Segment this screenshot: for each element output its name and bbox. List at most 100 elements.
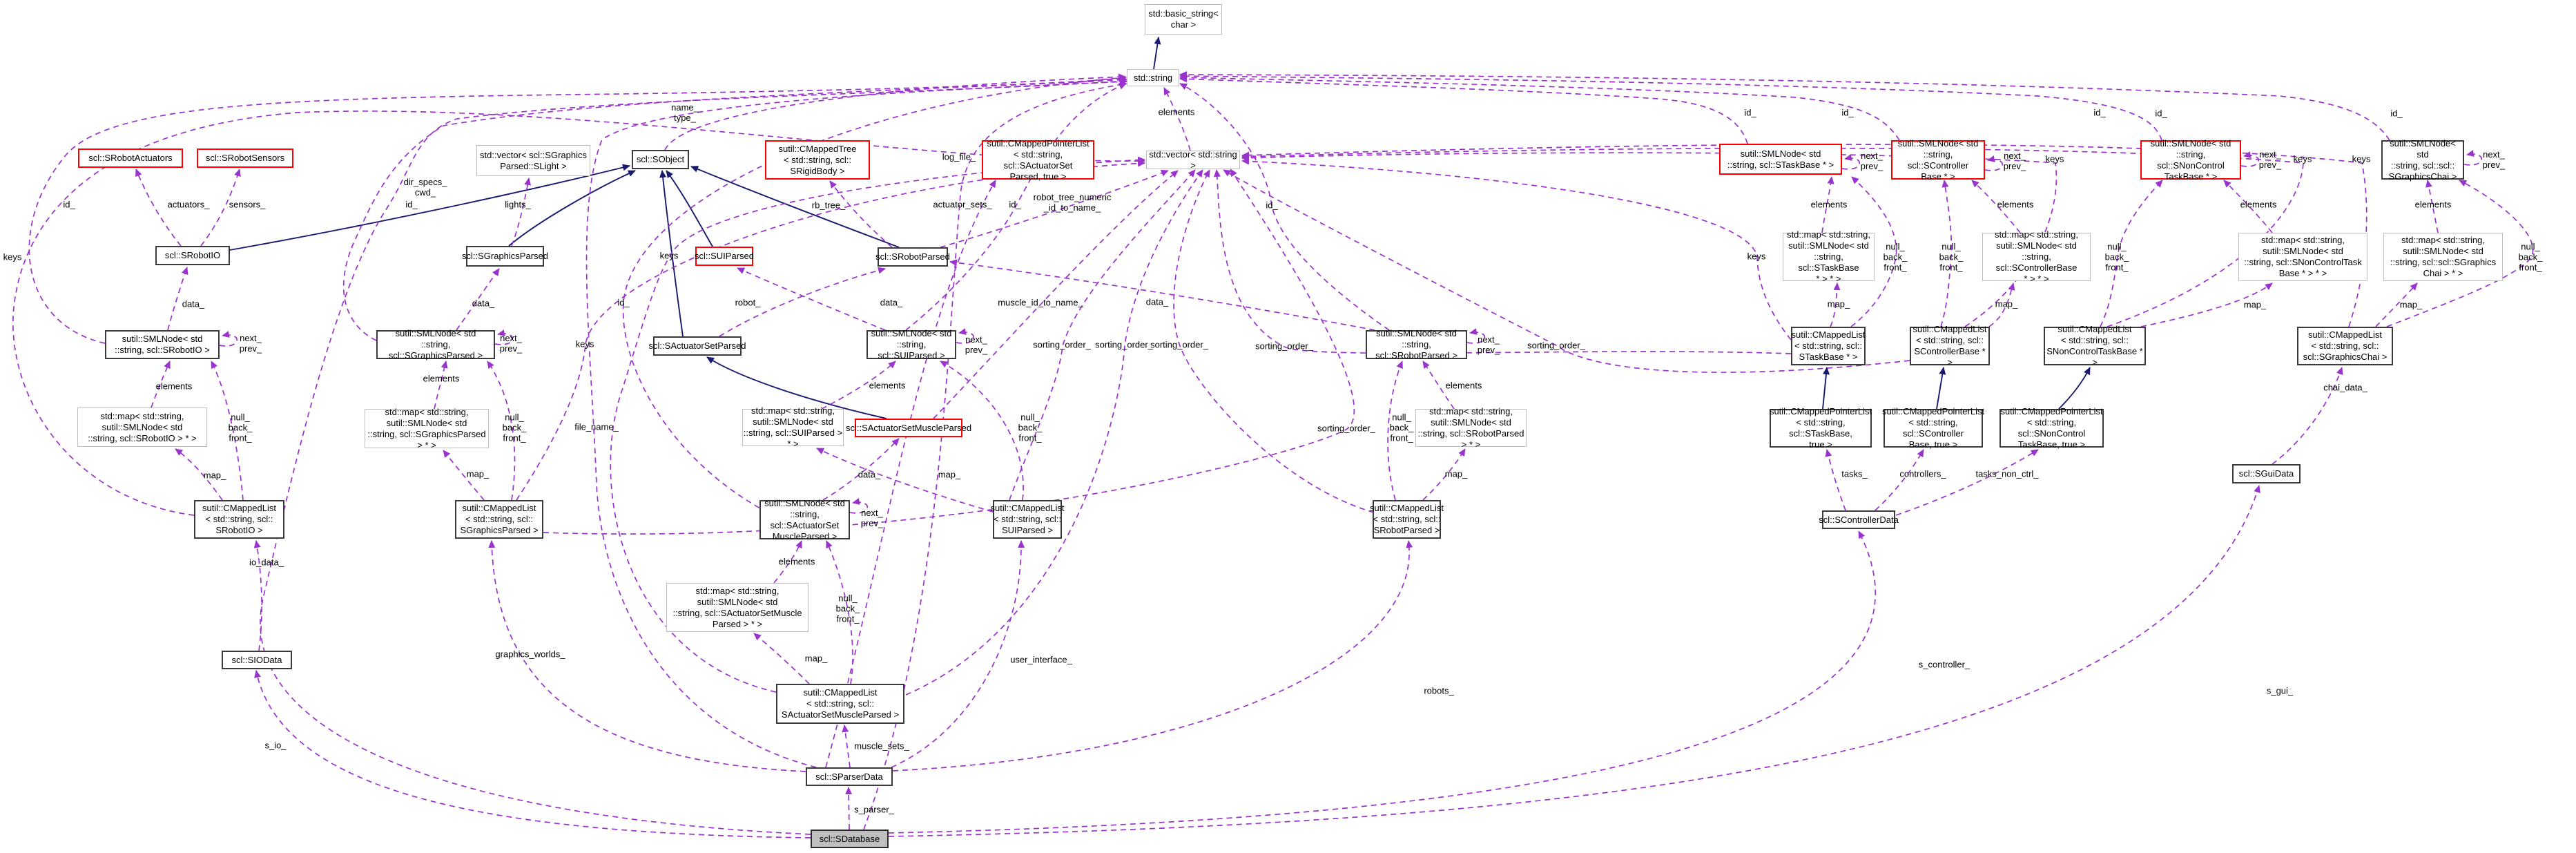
node-cml-srobotparsed[interactable]: sutil::CMappedList < std::string, scl:: … (1370, 500, 1444, 539)
node-cml-staskbase[interactable]: sutil::CMappedList < std::string, scl:: … (1791, 327, 1866, 365)
node-cml-snonctrltaskbase[interactable]: sutil::CMappedList < std::string, scl:: … (2044, 324, 2146, 367)
node-smlnode-sgraphicsparsed[interactable]: sutil::SMLNode< std ::string, scl::SGrap… (376, 328, 495, 361)
node-srobotparsed[interactable]: scl::SRobotParsed (875, 247, 950, 267)
edge-usage (773, 540, 802, 584)
edge-usage (2425, 180, 2439, 233)
node-map-muscleparsed[interactable]: std::map< std::string, sutil::SMLNode< s… (666, 583, 808, 632)
node-map-staskbase[interactable]: std::map< std::string, sutil::SMLNode< s… (1783, 229, 1875, 284)
edge-usage (1223, 169, 1910, 373)
edge-usage (151, 361, 171, 408)
edge-usage (905, 83, 1127, 331)
edge-usage (622, 74, 1127, 513)
edge-usage (543, 169, 1355, 535)
edge-usage (175, 448, 223, 501)
node-cmpl-sactuatorsetparsed[interactable]: sutil::CMappedPointerList < std::string,… (982, 138, 1094, 182)
node-scontrollerdata[interactable]: scl::SControllerData (1819, 510, 1899, 529)
node-std-basic-string[interactable]: std::basic_string< char > (1145, 4, 1222, 35)
edge-inheritance (666, 170, 713, 247)
node-map-sgraphicsparsed[interactable]: std::map< std::string, sutil::SMLNode< s… (365, 407, 489, 450)
node-vector-slight[interactable]: std::vector< scl::SGraphics Parsed::SLig… (476, 145, 590, 176)
edge-usage (891, 540, 1025, 768)
edge-usage (1895, 449, 2039, 516)
edge-usage (1422, 361, 1455, 410)
edge-usage (933, 170, 1179, 419)
edge-usage (167, 267, 188, 331)
edge-usage (1984, 155, 2004, 171)
node-cml-scontrollerbase[interactable]: sutil::CMappedList < std::string, scl:: … (1910, 324, 1990, 367)
node-cml-suiparsed[interactable]: sutil::CMappedList < std::string, scl:: … (991, 500, 1064, 539)
node-std-string[interactable]: std::string (1127, 69, 1179, 86)
node-cmappedtree-srigidbody[interactable]: sutil::CMappedTree < std::string, scl:: … (765, 140, 870, 180)
node-cmpl-staskbase[interactable]: sutil::CMappedPointerList < std::string,… (1769, 406, 1872, 450)
edge-usage (2463, 150, 2483, 166)
edge-usage (456, 268, 500, 331)
node-sparserdata[interactable]: scl::SParserData (806, 767, 893, 786)
edge-usage (1821, 176, 1834, 233)
edge-usage (2240, 151, 2260, 167)
node-smlnode-sgraphicschai[interactable]: sutil::SMLNode< std ::string, scl::scl::… (2381, 138, 2464, 182)
node-map-scontrollerbase[interactable]: std::map< std::string, sutil::SMLNode< s… (1982, 229, 2091, 284)
node-sguidata[interactable]: scl::SGuiData (2232, 464, 2301, 483)
edge-usage (849, 498, 869, 514)
node-srobot-sensors[interactable]: scl::SRobotSensors (197, 148, 293, 168)
node-sdatabase[interactable]: scl::SDatabase (811, 830, 889, 848)
edge-usage (863, 81, 1127, 830)
edge-usage (342, 76, 1127, 341)
node-smlnode-snonctrltaskbase[interactable]: sutil::SMLNode< std ::string, scl::SNonC… (2140, 138, 2241, 182)
node-smlnode-scontrollerbase[interactable]: sutil::SMLNode< std ::string, scl::SCont… (1891, 138, 1985, 182)
node-sactuatorsetmuscleparsed[interactable]: scl::SActuatorSetMuscleParsed (846, 419, 971, 437)
node-cml-srobotio[interactable]: sutil::CMappedList < std::string, scl:: … (194, 500, 284, 539)
node-smlnode-srobotparsed[interactable]: sutil::SMLNode< std ::string, scl::SRobo… (1366, 328, 1467, 361)
edge-usage (949, 259, 1375, 331)
node-srobot-actuators[interactable]: scl::SRobotActuators (78, 148, 183, 168)
edge-usage (2386, 180, 2534, 327)
edge-usage (1940, 180, 1953, 327)
edge-usage (1988, 282, 2015, 327)
node-cml-muscleparsed[interactable]: sutil::CMappedList < std::string, scl:: … (776, 684, 904, 724)
edge-usage (829, 180, 893, 248)
edge-usage (2140, 282, 2273, 327)
node-smlnode-srobotio[interactable]: sutil::SMLNode< std ::string, scl::SRobo… (105, 330, 220, 359)
node-map-sgraphicschai[interactable]: std::map< std::string, sutil::SMLNode< s… (2383, 233, 2503, 281)
edge-usage (494, 329, 514, 345)
node-map-srobotparsed[interactable]: std::map< std::string, sutil::SMLNode< s… (1415, 406, 1527, 450)
edge-usage (2272, 367, 2343, 465)
edge-usage (1422, 448, 1466, 501)
node-srobotio[interactable]: scl::SRobotIO (155, 246, 230, 265)
node-cmpl-scontrollerbase[interactable]: sutil::CMappedPointerList < std::string,… (1881, 406, 1985, 450)
edge-inheritance (1822, 367, 1830, 410)
node-suiparsed[interactable]: scl::SUIParsed (695, 247, 754, 266)
edge-usage (1466, 328, 1486, 344)
node-vector-string[interactable]: std::vector< std::string > (1146, 149, 1240, 171)
node-siodata[interactable]: scl::SIOData (222, 651, 292, 669)
edge-inheritance (1153, 37, 1161, 70)
edge-usage (753, 633, 810, 684)
edge-usage (1163, 87, 1191, 151)
edge-inheritance (508, 170, 636, 247)
edge-usage (940, 169, 1169, 248)
node-map-snonctrltaskbase[interactable]: std::map< std::string, sutil::SMLNode< s… (2238, 233, 2367, 281)
edge-usage (610, 156, 1145, 693)
edge-usage (905, 169, 1203, 696)
node-cml-sgraphicsparsed[interactable]: sutil::CMappedList < std::string, scl:: … (455, 500, 543, 539)
edge-inheritance (1936, 367, 1946, 410)
node-smlnode-suiparsed[interactable]: sutil::SMLNode< std ::string, scl::SUIPa… (866, 328, 956, 361)
node-smlnode-muscleparsed[interactable]: sutil::SMLNode< std ::string, scl::SActu… (759, 498, 850, 541)
edge-inheritance (229, 164, 630, 251)
edge-usage (211, 361, 244, 501)
node-cml-sgraphicschai[interactable]: sutil::CMappedList < std::string, scl:: … (2297, 327, 2393, 365)
edge-usage (1009, 169, 1196, 501)
node-sgraphicsparsed[interactable]: scl::SGraphicsParsed (462, 246, 548, 267)
edge-usage (1830, 282, 1841, 327)
node-map-suiparsed[interactable]: std::map< std::string, sutil::SMLNode< s… (742, 405, 844, 449)
node-cmpl-snonctrltaskbase[interactable]: sutil::CMappedPointerList < std::string,… (1999, 406, 2104, 450)
edge-inheritance (659, 170, 684, 337)
node-sobject[interactable]: scl::SObject (632, 150, 689, 169)
node-map-srobotio[interactable]: std::map< std::string, sutil::SMLNode< s… (77, 408, 207, 447)
node-sactuatorsetparsed[interactable]: scl::SActuatorSetParsed (649, 336, 746, 356)
edge-usage (816, 448, 994, 512)
edge-usage (28, 75, 1126, 344)
edge-usage (1850, 176, 1897, 327)
node-smlnode-staskbase[interactable]: sutil::SMLNode< std ::string, scl::STask… (1719, 144, 1842, 175)
